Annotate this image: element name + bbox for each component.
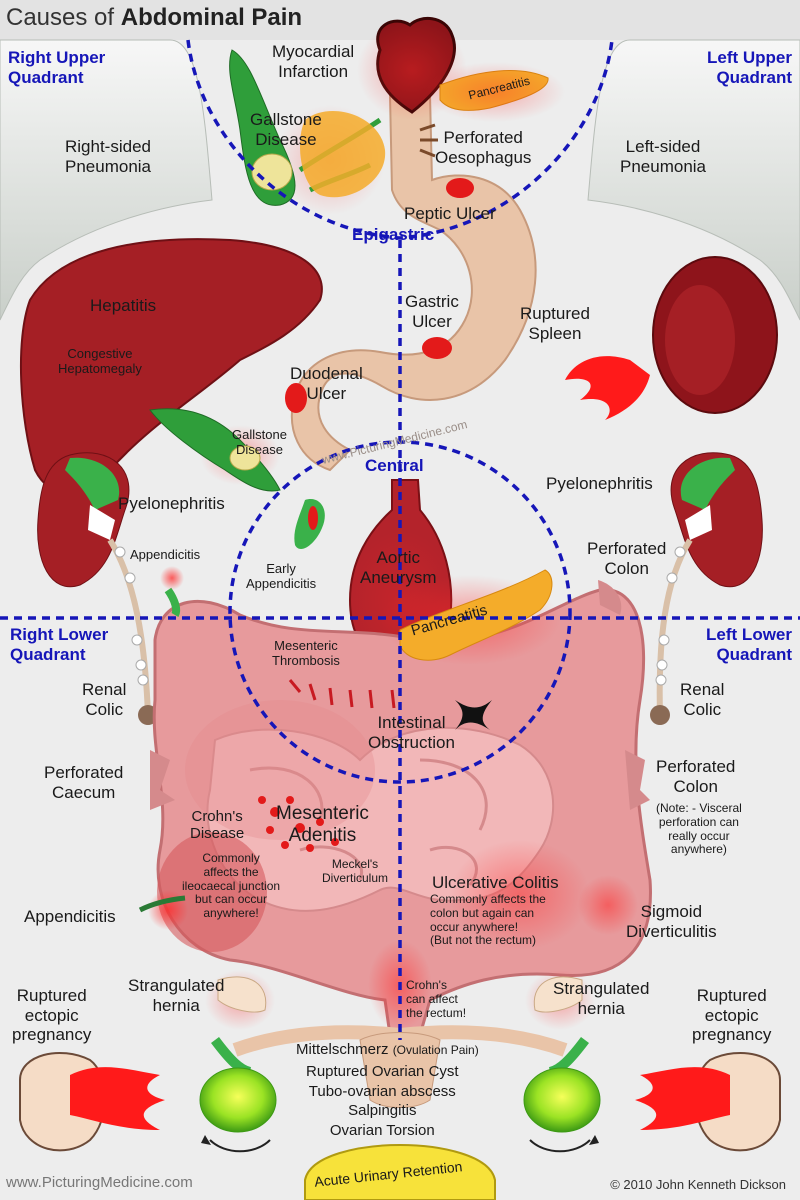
label-sigmoid-diverticulitis: Sigmoid Diverticulitis [626,902,717,941]
label-crohns-disease: Crohn's Disease [190,808,245,843]
quadrant-label-luq: Left Upper Quadrant [707,48,792,87]
right-ovary [199,1067,277,1133]
region-label-central: Central [365,456,424,475]
label-intestinal-obstruction: Intestinal Obstruction [368,713,455,752]
label-perforated-colon-upper: Perforated Colon [587,539,667,578]
adenitis-dots [258,796,339,852]
label-mittelschmerz: Mittelschmerz (Ovulation Pain) [296,1041,479,1058]
page-title: Causes of Abdominal Pain [6,4,303,31]
ectopic-left-rupture [635,1067,730,1130]
label-mesenteric-thrombosis: Mesenteric Thrombosis [272,638,340,668]
label-crohns-note: Commonly affects the ileocaecal junction… [182,851,281,921]
label-right-pneumonia: Right-sided Pneumonia [65,137,152,176]
footer-copyright: © 2010 John Kenneth Dickson [610,1177,786,1192]
label-early-appendicitis: Early Appendicitis [246,561,317,591]
pancreas-central [399,569,553,661]
label-mesenteric-adenitis: Mesenteric Adenitis [276,803,369,846]
quadrant-label-llq: Left Lower Quadrant [706,625,792,664]
pancreas-left-blob [300,111,386,198]
quadrant-lines [0,39,800,1040]
label-strangulated-hernia-right: Strangulated hernia [128,976,225,1015]
quadrant-label-rlq: Right Lower Quadrant [10,625,109,664]
label-ectopic-right: Ruptured ectopic pregnancy [12,986,92,1045]
footer-site: www.PicturingMedicine.com [6,1174,193,1191]
label-left-pneumonia: Left-sided Pneumonia [620,137,707,176]
ectopic-right-rupture [70,1067,165,1130]
spleen-rupture [565,356,650,420]
left-ovary [523,1067,601,1133]
label-appendicitis-upper: Appendicitis [130,547,201,562]
hernia-left [533,976,583,1013]
label-peptic-ulcer: Peptic Ulcer [404,204,496,223]
label-ulcerative-colitis: Ulcerative Colitis [432,873,559,892]
label-perforated-colon-lower: Perforated Colon [656,757,736,796]
uterus [359,1032,441,1108]
label-meckels-diverticulum: Meckel's Diverticulum [322,857,389,885]
label-renal-colic-right: Renal Colic [82,680,127,719]
label-perforated-caecum: Perforated Caecum [44,763,124,802]
label-hepatitis: Hepatitis [90,296,157,315]
intestinal-obstruction-mark [455,700,492,730]
liver [19,238,323,494]
label-gastric-ulcer: Gastric Ulcer [405,292,459,331]
stomach [290,94,537,472]
label-ulcerative-colitis-note: Commonly affects the colon but again can… [430,892,546,948]
quadrant-label-ruq: Right Upper Quadrant [8,48,106,87]
bladder [304,1143,496,1200]
label-ruptured-spleen: Ruptured Spleen [520,304,590,343]
label-congestive-hepatomegaly: Congestive Hepatomegaly [58,346,142,376]
region-label-epigastric: Epigastric [352,225,435,244]
label-pyelonephritis-right: Pyelonephritis [118,494,225,513]
label-duodenal-ulcer: Duodenal Ulcer [290,364,363,403]
label-strangulated-hernia-left: Strangulated hernia [553,979,650,1018]
label-gallstone-upper: Gallstone Disease [250,110,322,149]
label-perforated-oesophagus: Perforated Oesophagus [435,128,532,167]
label-myocardial-infarction: Myocardial Infarction [272,42,355,81]
label-gallstone-mid: Gallstone Disease [232,427,287,457]
label-pyelonephritis-left: Pyelonephritis [546,474,653,493]
hernia-right [217,976,267,1013]
label-visceral-note: (Note: - Visceral perforation can really… [656,801,742,857]
label-ectopic-left: Ruptured ectopic pregnancy [692,986,772,1045]
label-crohns-rectum: Crohn's can affect the rectum! [406,978,467,1020]
label-renal-colic-left: Renal Colic [680,680,725,719]
gallbladder-mid [149,408,281,492]
label-appendicitis-lower: Appendicitis [24,907,116,926]
label-aortic-aneurysm: Aortic Aneurysm [360,548,437,587]
label-ovarian-list: Ruptured Ovarian Cyst Tubo-ovarian absce… [306,1063,459,1139]
